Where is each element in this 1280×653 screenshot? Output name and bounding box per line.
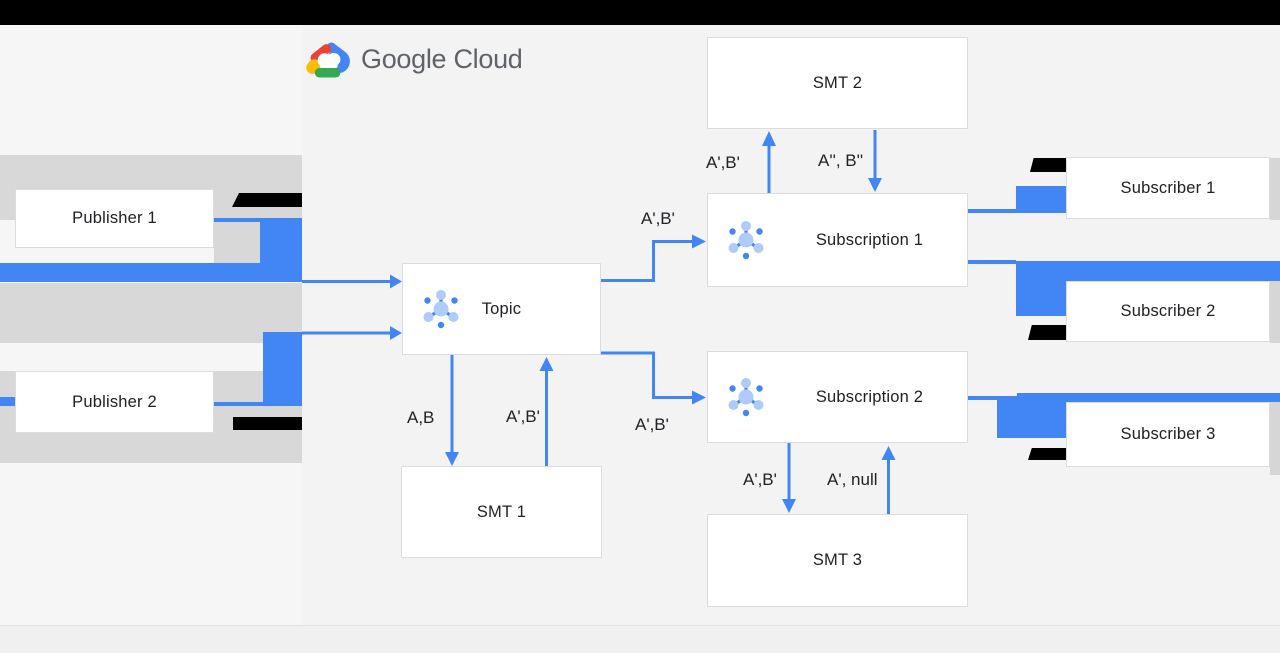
google-cloud-logo-icon (306, 42, 350, 78)
arrowhead-into-topic-2 (390, 326, 402, 340)
blue-block-subscriber2 (1016, 261, 1066, 316)
redaction-bar-subscriber3 (1028, 448, 1066, 460)
top-black-bar (0, 0, 1280, 25)
arrow-topic-to-subscription1 (601, 240, 692, 282)
arrowhead-into-subscription2 (692, 390, 706, 405)
subscriber-3-label: Subscriber 3 (1120, 425, 1216, 443)
edge-label-topic-to-subscription2: A',B' (635, 415, 669, 434)
node-subscriber-2: Subscriber 2 (1066, 281, 1270, 342)
arrow-topic-to-subscription2 (601, 351, 692, 399)
node-smt-3: SMT 3 (707, 514, 968, 607)
blue-block-publisher1 (260, 218, 302, 282)
subscriber-2-label: Subscriber 2 (1120, 302, 1216, 320)
edge-label-subscription2-to-smt3: A',B' (743, 470, 777, 489)
blue-connector-publisher2 (214, 402, 263, 406)
publisher-2-label: Publisher 2 (72, 392, 157, 411)
pubsub-topic-icon (423, 290, 459, 329)
node-publisher-1: Publisher 1 (15, 189, 214, 248)
smt-2-label: SMT 2 (812, 73, 863, 92)
node-publisher-2: Publisher 2 (15, 371, 214, 433)
node-subscriber-3: Subscriber 3 (1066, 402, 1270, 467)
blue-connector-publisher1 (214, 218, 260, 222)
blue-block-subscriber1 (1016, 186, 1066, 213)
blue-connector-subscription1-a (968, 209, 1016, 213)
node-subscriber-1: Subscriber 1 (1066, 157, 1270, 219)
arrowhead-into-subscription1-from-smt2 (868, 178, 882, 192)
light-gap-left-edge (0, 220, 15, 248)
subscription-2-icon-wrap (724, 375, 768, 419)
gray-band-middle (0, 283, 302, 343)
gray-sliver-subscriber2 (1270, 281, 1280, 343)
blue-bar-publisher1 (0, 263, 260, 282)
edge-label-smt3-to-subscription2: A', null (827, 470, 878, 489)
google-cloud-logo-text: Google Cloud (361, 43, 523, 74)
google-cloud-logo: Google Cloud (306, 38, 523, 80)
node-subscription-2: Subscription 2 (707, 351, 968, 443)
subscription-2-label: Subscription 2 (815, 387, 924, 406)
subscription-1-icon-wrap (724, 218, 768, 262)
edge-label-smt1-to-topic: A',B' (506, 407, 540, 426)
subscription-1-label: Subscription 1 (815, 230, 924, 249)
edge-label-subscription1-to-smt2: A',B' (706, 153, 740, 172)
publisher-1-label: Publisher 1 (72, 209, 157, 227)
node-subscription-1: Subscription 1 (707, 193, 968, 287)
smt-3-label: SMT 3 (812, 551, 863, 569)
blue-stub-left-edge (0, 397, 15, 406)
node-topic: Topic (402, 263, 601, 355)
gray-sliver-subscriber1 (1270, 158, 1280, 220)
redaction-bar-subscriber1 (1030, 158, 1066, 172)
arrowhead-into-subscription2-from-smt3 (881, 446, 896, 460)
node-smt-1: SMT 1 (401, 466, 602, 558)
blue-connector-subscription2 (968, 396, 1016, 400)
blue-connector-subscription1-b (968, 260, 1016, 264)
edge-label-smt2-to-subscription1: A'', B'' (818, 151, 864, 170)
edge-label-topic-to-smt1: A,B (407, 408, 435, 427)
topic-icon-wrap (419, 287, 463, 331)
arrowhead-into-smt3 (782, 499, 796, 513)
topic-label: Topic (481, 299, 522, 318)
pubsub-subscription-1-icon (728, 221, 764, 260)
arrowhead-into-subscription1 (692, 234, 706, 249)
smt-1-label: SMT 1 (476, 502, 527, 521)
node-smt-2: SMT 2 (707, 37, 968, 129)
blue-block-subscriber3 (997, 396, 1066, 438)
bottom-strip (0, 625, 1280, 653)
arrowhead-into-smt1 (445, 452, 459, 466)
subscriber-1-label: Subscriber 1 (1120, 178, 1216, 197)
blue-bar-subscriber2 (1016, 261, 1280, 281)
redaction-bar-publisher1 (232, 193, 302, 207)
light-gap-under-publisher1 (0, 248, 214, 263)
blue-block-publisher2 (263, 332, 302, 406)
redaction-bar-subscriber2 (1028, 325, 1066, 340)
arrowhead-into-topic-1 (390, 274, 402, 289)
gray-sliver-subscriber3 (1270, 402, 1280, 475)
blue-bar-subscriber3 (1017, 393, 1280, 402)
edge-label-topic-to-subscription1: A',B' (641, 209, 675, 228)
arrowhead-into-topic-from-smt1 (539, 357, 554, 371)
pubsub-subscription-2-icon (728, 378, 764, 417)
redaction-bar-publisher2 (233, 417, 302, 430)
arrowhead-into-smt2 (762, 131, 776, 146)
